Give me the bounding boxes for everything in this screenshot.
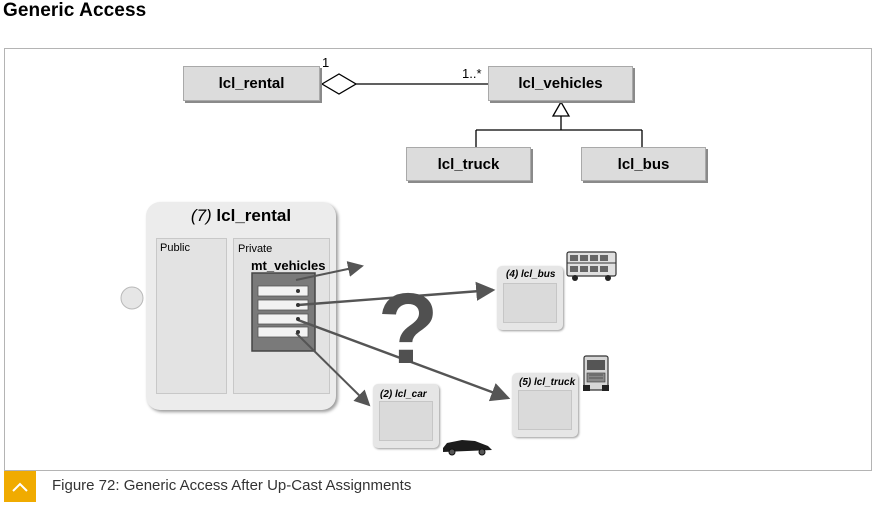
- pointer-to-car: [295, 332, 371, 407]
- rental-object-name: lcl_rental: [216, 206, 292, 225]
- class-lcl-bus: lcl_bus: [581, 147, 706, 181]
- pointer-to-truck: [297, 318, 511, 402]
- car-object-label: (2) lcl_car: [380, 389, 427, 400]
- car-icon: [443, 440, 492, 456]
- bus-object-label: (4) lcl_bus: [506, 269, 556, 280]
- bus-object: [497, 266, 563, 330]
- class-lcl-bus-label: lcl_bus: [617, 155, 670, 173]
- rental-object-number: (7): [190, 206, 212, 225]
- class-lcl-truck-label: lcl_truck: [437, 155, 500, 173]
- pointer-to-bus: [297, 281, 496, 307]
- class-lcl-vehicles: lcl_vehicles: [488, 66, 633, 101]
- truck-object: [512, 373, 578, 437]
- public-label: Public: [160, 242, 190, 254]
- class-lcl-truck: lcl_truck: [406, 147, 531, 181]
- truck-icon: [583, 355, 609, 391]
- rental-object-title: (7) lcl_rental: [146, 206, 336, 226]
- multiplicity-rental: 1: [322, 55, 330, 70]
- collapse-caption-button[interactable]: [4, 471, 36, 502]
- class-lcl-vehicles-label: lcl_vehicles: [518, 75, 603, 92]
- public-section: [156, 238, 227, 394]
- pointer-empty: [295, 261, 364, 281]
- inheritance-arrow: [551, 100, 571, 117]
- chevron-up-icon: [12, 482, 28, 492]
- truck-object-label: (5) lcl_truck: [519, 377, 576, 388]
- figure-caption: Figure 72: Generic Access After Up-Cast …: [52, 477, 412, 494]
- private-label: Private: [238, 243, 273, 255]
- car-object: [373, 384, 439, 448]
- class-lcl-rental-label: lcl_rental: [218, 75, 285, 92]
- aggregation-diamond: [320, 73, 358, 95]
- page-title: Generic Access: [3, 0, 147, 21]
- bus-icon: [566, 251, 617, 281]
- class-lcl-rental: lcl_rental: [183, 66, 320, 101]
- question-mark: ?: [377, 273, 438, 385]
- multiplicity-vehicles: 1..*: [462, 66, 482, 81]
- mt-vehicles-label: mt_vehicles: [251, 258, 326, 273]
- figure-caption-bar: Figure 72: Generic Access After Up-Cast …: [4, 470, 872, 502]
